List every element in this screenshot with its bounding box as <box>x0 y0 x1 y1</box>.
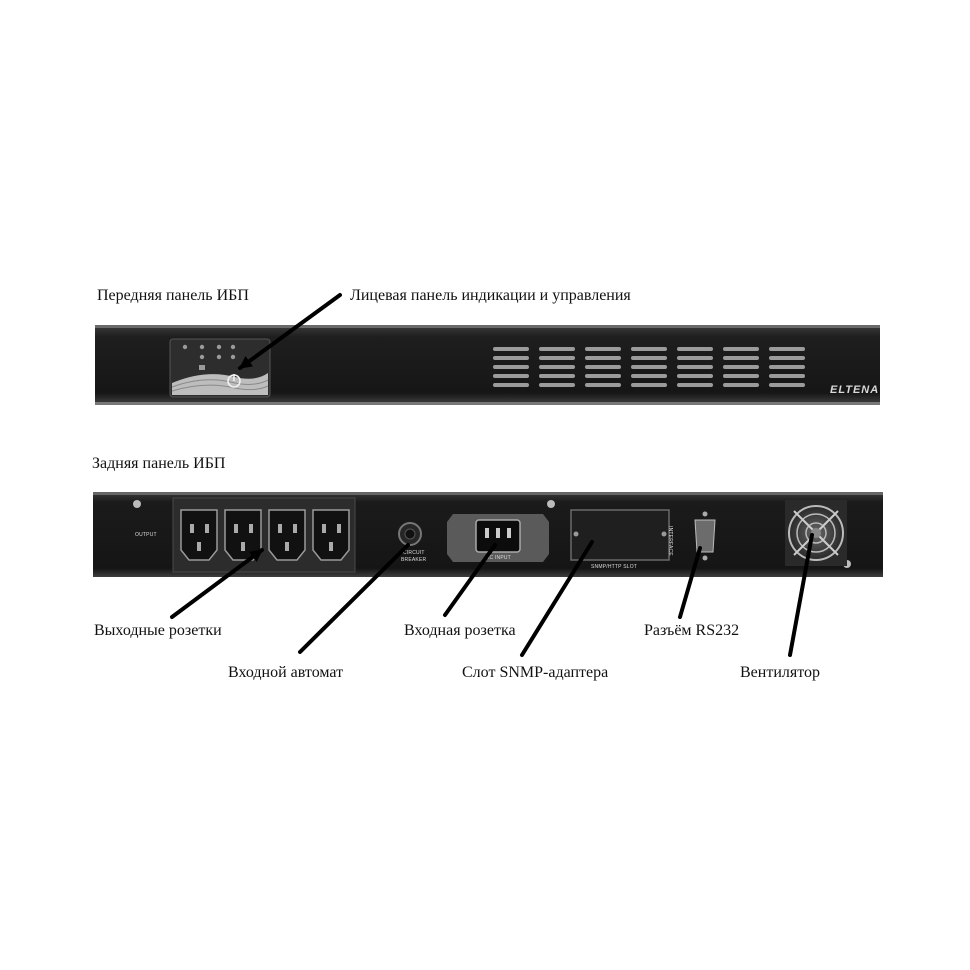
input-socket-label: Входная розетка <box>404 622 516 639</box>
snmp-slot <box>570 509 670 561</box>
rs232-port <box>694 511 716 561</box>
vent-slot <box>677 356 713 360</box>
output-socket <box>224 509 262 561</box>
snmp-slot-marking: SNMP/HTTP SLOT <box>591 564 638 570</box>
vent-slot <box>631 347 667 351</box>
rear-panel-drawing <box>93 492 883 577</box>
vent-slot <box>677 365 713 369</box>
vent-slot <box>769 365 805 369</box>
vent-slot <box>723 383 759 387</box>
vent-slot <box>493 365 529 369</box>
vent-slot <box>539 356 575 360</box>
output-socket <box>312 509 350 561</box>
breaker-marking-1: CIRCUIT <box>403 550 425 556</box>
output-sockets <box>172 497 356 573</box>
vent-slot <box>585 347 621 351</box>
vent-slot <box>585 383 621 387</box>
vent-slot <box>585 356 621 360</box>
front-display-label: Лицевая панель индикации и управления <box>350 287 631 304</box>
vent-slot <box>769 383 805 387</box>
vent-slot <box>769 347 805 351</box>
vent-slot <box>677 374 713 378</box>
vent-slot <box>677 383 713 387</box>
interface-marking: INTERFACE <box>667 526 673 556</box>
screw-icon <box>133 500 141 508</box>
vent-slot <box>539 374 575 378</box>
indicator-icons <box>182 344 236 370</box>
input-breaker-label: Входной автомат <box>228 664 344 681</box>
vent-slot <box>723 374 759 378</box>
fan-label: Вентилятор <box>740 664 821 681</box>
plug-icon <box>182 344 188 350</box>
vent-slot <box>585 365 621 369</box>
vent-slot <box>631 383 667 387</box>
vent-slot <box>539 383 575 387</box>
vent-slot <box>493 347 529 351</box>
breaker-marking-2: BREAKER <box>401 557 427 563</box>
fan-grille-icon <box>785 500 847 566</box>
vent-slot <box>493 383 529 387</box>
vent-slot <box>631 365 667 369</box>
vent-slot <box>539 365 575 369</box>
vent-slot <box>677 347 713 351</box>
vent-slot <box>631 356 667 360</box>
ups-rear-panel: OUTPUT CIRCUIT BREAKER AC INPUT SNMP/HTT… <box>93 492 883 577</box>
vent-slot <box>493 374 529 378</box>
front-panel-drawing <box>95 325 880 405</box>
screw-icon <box>547 500 555 508</box>
front-vents <box>493 347 805 387</box>
warning-icon <box>230 344 236 350</box>
fault-icon <box>199 365 205 370</box>
output-socket <box>180 509 218 561</box>
bypass-icon <box>216 344 222 350</box>
ups-front-panel: ELTENA <box>95 325 880 405</box>
vent-slot <box>723 365 759 369</box>
rs232-label: Разъём RS232 <box>644 622 740 639</box>
vent-slot <box>631 374 667 378</box>
vent-slot <box>539 347 575 351</box>
ac-input-marking: AC INPUT <box>486 555 511 561</box>
vent-slot <box>769 374 805 378</box>
vent-slot <box>723 356 759 360</box>
circuit-breaker <box>398 522 422 546</box>
vent-slot <box>585 374 621 378</box>
battery-icon <box>199 344 205 350</box>
vent-slot <box>769 356 805 360</box>
power-icon <box>227 374 241 388</box>
output-marking: OUTPUT <box>135 532 157 538</box>
brand-logo: ELTENA <box>830 384 880 396</box>
vent-slot <box>493 356 529 360</box>
snmp-slot-label: Слот SNMP-адаптера <box>462 664 609 681</box>
front-panel-title: Передняя панель ИБП <box>97 287 249 304</box>
output-socket <box>268 509 306 561</box>
vent-slot <box>723 347 759 351</box>
rear-panel-title: Задняя панель ИБП <box>92 455 226 472</box>
output-sockets-label: Выходные розетки <box>94 622 222 639</box>
